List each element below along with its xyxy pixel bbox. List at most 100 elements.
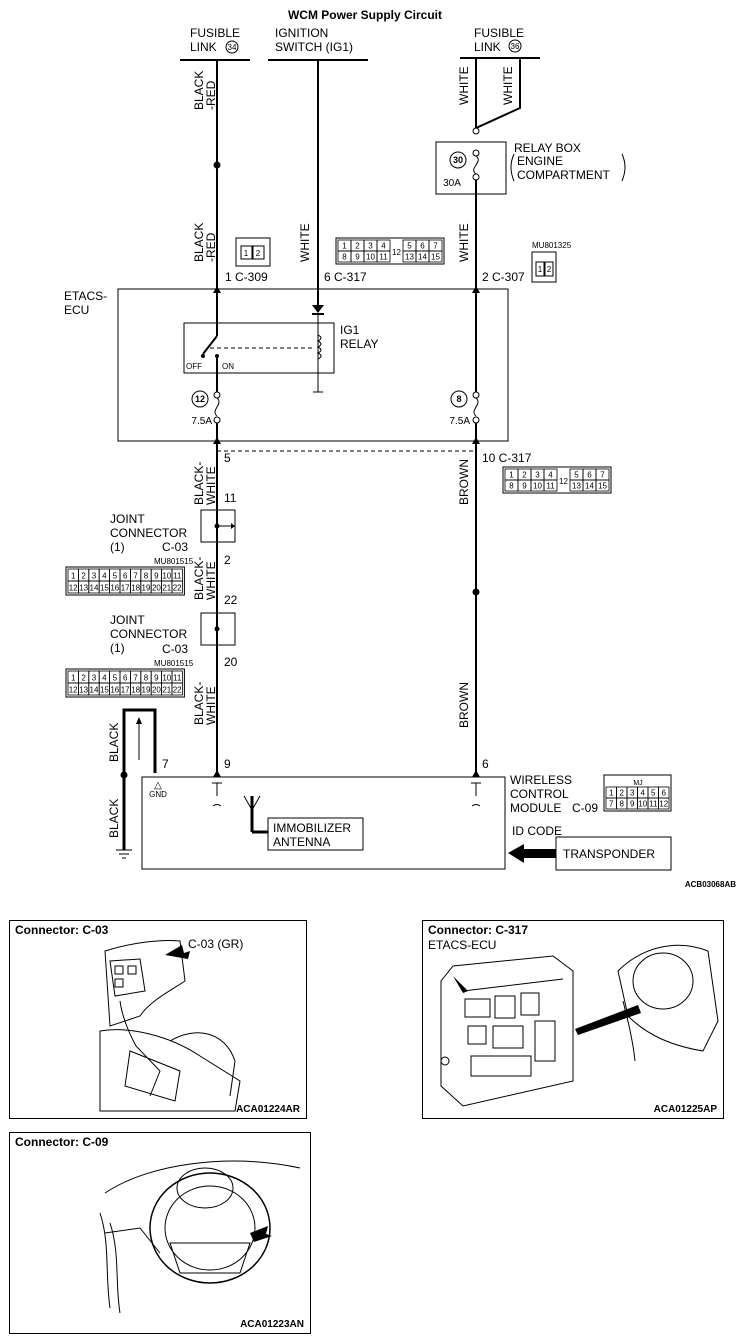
c03-part-code-1: MU801515 [154, 557, 194, 566]
wire-black-ground [122, 708, 157, 850]
relay-box-label3: COMPARTMENT [517, 168, 611, 182]
c317top-pin-number: 3 [368, 242, 373, 251]
svg-text:1: 1 [244, 249, 249, 258]
c03b-pin-number: 2 [81, 674, 86, 683]
wire-label-black-white-3b: WHITE [204, 686, 218, 725]
wire-label-black-red-top2: -RED [204, 80, 218, 110]
c317top-pin-number: 13 [405, 253, 414, 262]
c03b-pin-number: 1 [71, 674, 76, 683]
c09-pin-number: 3 [630, 789, 635, 798]
relay-box: 30 30A RELAY BOX ENGINE COMPARTMENT [435, 141, 626, 195]
c03b-pin-number: 3 [92, 674, 97, 683]
c03b-pin-number: 15 [100, 686, 109, 695]
fusible-link-34: FUSIBLE LINK 34 [180, 26, 250, 61]
c03b-pin-number: 22 [173, 686, 182, 695]
joint1-label: JOINT [110, 512, 145, 526]
c317bot-pin-number: 13 [572, 482, 581, 491]
wire-label-black-red-top: BLACK [192, 71, 206, 110]
fusible-34-label2: LINK [190, 40, 217, 54]
transponder-box [555, 836, 672, 871]
pin-c317-6: 6 C-317 [324, 270, 367, 284]
wire-label-white-top-a: WHITE [457, 66, 471, 105]
c03a-pin-number: 6 [123, 572, 128, 581]
c317bot-pin-number: 6 [587, 471, 592, 480]
relay-on-label: ON [222, 362, 234, 371]
pin-c309: 1 C-309 [225, 270, 268, 284]
c03a-pin-number: 2 [81, 572, 86, 581]
c317bot-pin-number: 11 [546, 482, 555, 491]
wiring-diagram: WCM Power Supply Circuit FUSIBLE LINK 34… [64, 8, 736, 889]
wire-label-white-middle: WHITE [298, 223, 312, 262]
c09-pin-number: 11 [649, 800, 658, 809]
c317top-pin-number: 11 [379, 253, 388, 262]
c09-pin-number: 2 [620, 789, 625, 798]
c09-pin-number: 7 [609, 800, 614, 809]
c03b-pin-number: 8 [144, 674, 149, 683]
c317top-pin-number: 8 [342, 253, 347, 262]
c03a-pin-cell [171, 580, 183, 594]
c03a-pin-number: 13 [79, 584, 88, 593]
wireless-control-module: △ GND IMMOBILIZER ANTENNA WIRELESS CONTR… [141, 770, 598, 870]
c317bot-pin-cell [595, 479, 610, 492]
c09-location-illustration [99, 1160, 301, 1314]
c317top-pin-number: 2 [355, 242, 360, 251]
c09-pin-number: 5 [651, 789, 656, 798]
c03b-pin-number: 17 [121, 686, 130, 695]
joint1-code: C-03 [162, 540, 188, 554]
relay-box-label2: ENGINE [517, 154, 563, 168]
c317bot-pin-number: 9 [522, 482, 527, 491]
panel-connector-c317: Connector: C-317 ETACS-ECU ACA01225AP [422, 920, 724, 1119]
pin-5: 5 [224, 451, 231, 465]
c03a-pin-number: 9 [154, 572, 159, 581]
c03a-pin-number: 22 [173, 584, 182, 593]
c03a-pin-number: 10 [162, 572, 171, 581]
c03-location-illustration [99, 940, 241, 1112]
wire-label-white-right: WHITE [457, 223, 471, 262]
c317bot-pin-number: 2 [522, 471, 527, 480]
c03b-pin-number: 11 [173, 674, 182, 683]
c03a-pin-number: 12 [69, 584, 78, 593]
connector-c309-icon: 1 2 [235, 237, 271, 267]
transponder-label: TRANSPONDER [563, 847, 655, 861]
c317bot-pin-number: 4 [548, 471, 553, 480]
c03a-pin-number: 1 [71, 572, 76, 581]
joint1-label3: (1) [110, 540, 125, 554]
c09-pin-number: 12 [659, 800, 668, 809]
wcm-label3: MODULE [510, 801, 561, 815]
c317top-pin-number: 7 [433, 242, 438, 251]
joint2-label: JOINT [110, 613, 145, 627]
wire-label-black-white-2: BLACK- [192, 557, 206, 600]
c03a-pin-number: 20 [152, 584, 161, 593]
ignition-switch: IGNITION SWITCH (IG1) [268, 26, 368, 61]
ig1-relay-label: IG1 [340, 323, 360, 337]
c317top-pin-number: 9 [355, 253, 360, 262]
c03a-pin-number: 5 [113, 572, 118, 581]
svg-text:△: △ [154, 780, 162, 791]
c03a-pin-number: 11 [173, 572, 182, 581]
c317bot-pin-number: 7 [600, 471, 605, 480]
ignition-label: IGNITION [275, 26, 328, 40]
panel-c03-callout: C-03 (GR) [188, 937, 244, 951]
etacs-label: ETACS- [64, 289, 107, 303]
fusible-36-label2: LINK [474, 40, 501, 54]
c317bot-pin-number: 15 [598, 482, 607, 491]
c03b-pin-number: 18 [131, 686, 140, 695]
c09-pin-cell [658, 797, 670, 810]
c03a-pin-number: 18 [131, 584, 140, 593]
c03a-pin-number: 7 [133, 572, 138, 581]
c317bot-pin-number: 8 [509, 482, 514, 491]
joint-connector-2: JOINT CONNECTOR (1) C-03 [110, 612, 236, 656]
relay-box-fuse-rating: 30A [443, 178, 461, 189]
c317top-pin-cell [376, 250, 391, 263]
id-code-arrow-icon [508, 844, 556, 863]
relay-box-label: RELAY BOX [514, 141, 581, 155]
pin-2: 2 [224, 553, 231, 567]
c317top-pin-number: 14 [418, 253, 427, 262]
c317top-center-pin: 12 [392, 248, 401, 257]
panel-c09-title: Connector: C-09 [15, 1135, 109, 1149]
c317bot-pin-cell [543, 479, 558, 492]
fuse-right-number: 8 [456, 394, 461, 404]
